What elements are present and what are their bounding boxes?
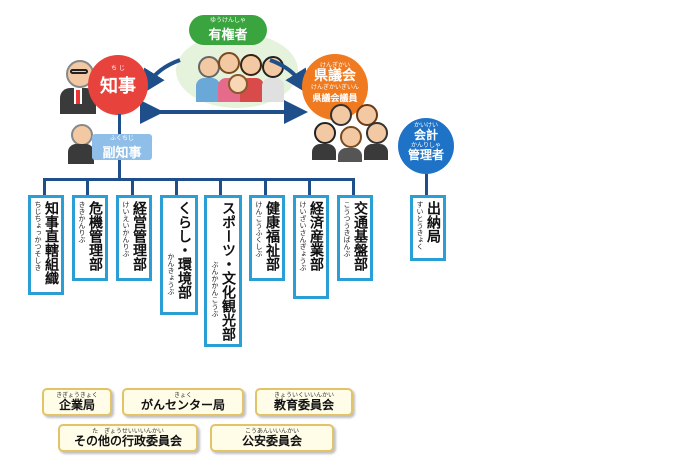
vice-governor-text: 副知事 bbox=[102, 146, 142, 161]
committee-box: きぎょうきょく 企業局 bbox=[42, 388, 112, 416]
vice-governor-label: ふくちじ 副知事 bbox=[92, 134, 152, 161]
accounting-to-treasury-line bbox=[425, 174, 428, 196]
treasury-label: 出納局 bbox=[425, 201, 441, 243]
accounting-ruby-1: かいけい bbox=[413, 122, 438, 129]
governor-to-vice-line bbox=[118, 114, 121, 134]
assembly-sub-ruby: けんぎかいぎいん bbox=[310, 84, 359, 91]
department-ruby: ちじちょっかつそしき bbox=[34, 201, 42, 271]
department-box: 健康福祉部 けんこうふくしぶ bbox=[249, 195, 285, 281]
treasury-box: 出納局 すいとうきょく bbox=[410, 195, 446, 261]
governor-ruby: ち じ bbox=[111, 65, 125, 72]
department-box: スポーツ・文化観光部 ぶんかかんこうぶ bbox=[204, 195, 242, 347]
department-label: 交通基盤部 bbox=[352, 201, 368, 271]
treasury-ruby: すいとうきょく bbox=[416, 201, 424, 250]
accounting-text-2: 管理者 bbox=[407, 148, 444, 162]
accounting-text-1: 会計 bbox=[413, 128, 438, 142]
committee-label: その他の行政委員会 bbox=[73, 433, 182, 448]
department-label: 経済産業部 bbox=[308, 201, 324, 271]
department-box: 経営管理部 けいえいかんりぶ bbox=[116, 195, 152, 281]
governor-label: ち じ 知事 bbox=[88, 55, 148, 115]
assembly-sub-text: 県議会議員 bbox=[312, 94, 358, 104]
assembly-text: 県議会 bbox=[314, 68, 356, 84]
department-box: 知事直轄組織 ちじちょっかつそしき bbox=[28, 195, 64, 295]
drop-line-4 bbox=[175, 178, 178, 196]
department-label: スポーツ・文化観光部 bbox=[220, 201, 236, 341]
department-ruby: けんこうふくしぶ bbox=[255, 201, 263, 257]
drop-line-2 bbox=[86, 178, 89, 196]
drop-line-5 bbox=[219, 178, 222, 196]
drop-line-7 bbox=[308, 178, 311, 196]
department-label: くらし・環境部 bbox=[176, 201, 192, 299]
committee-ruby: きぎょうきょく bbox=[56, 391, 98, 399]
accounting-manager-label: かいけい 会計 かんりしゃ 管理者 bbox=[398, 118, 454, 174]
department-box: 危機管理部 ききかんりぶ bbox=[72, 195, 108, 281]
committee-ruby: きょく bbox=[173, 391, 192, 399]
drop-line-8 bbox=[352, 178, 355, 196]
department-ruby: ぶんかかんこうぶ bbox=[211, 261, 219, 317]
department-label: 知事直轄組織 bbox=[43, 201, 59, 285]
accounting-ruby-2: かんりしゃ bbox=[410, 142, 441, 149]
committee-box: きょういくいいんかい 教育委員会 bbox=[255, 388, 353, 416]
department-label: 健康福祉部 bbox=[264, 201, 280, 271]
department-label: 危機管理部 bbox=[87, 201, 103, 271]
department-ruby: こうつうきばんぶ bbox=[343, 201, 351, 257]
drop-line-3 bbox=[131, 178, 134, 196]
committee-ruby: こうあんいいんかい bbox=[244, 427, 299, 435]
department-ruby: けいえいかんりぶ bbox=[122, 201, 130, 257]
committee-label: 教育委員会 bbox=[273, 397, 334, 412]
voters-label: ゆうけんしゃ 有権者 bbox=[189, 15, 267, 45]
department-box: 経済産業部 けいざいさんぎょうぶ bbox=[293, 195, 329, 299]
vice-governor-ruby: ふくちじ bbox=[109, 135, 134, 142]
voters-people-icon bbox=[190, 48, 290, 104]
assembly-members-icon bbox=[310, 104, 392, 162]
voters-text: 有権者 bbox=[208, 28, 248, 43]
department-ruby: かんきょうぶ bbox=[167, 253, 175, 295]
department-ruby: けいざいさんぎょうぶ bbox=[299, 201, 307, 271]
committee-label: 公安委員会 bbox=[241, 433, 302, 448]
department-box: 交通基盤部 こうつうきばんぶ bbox=[337, 195, 373, 281]
vice-to-bus-line bbox=[118, 160, 121, 180]
department-box: くらし・環境部 かんきょうぶ bbox=[160, 195, 198, 315]
election-arrows-icon bbox=[140, 58, 309, 124]
assembly-ruby: けんぎかい bbox=[319, 62, 350, 69]
committee-box: た ぎょうせいいいんかい その他の行政委員会 bbox=[58, 424, 198, 452]
committee-label: 企業局 bbox=[58, 397, 95, 412]
drop-line-6 bbox=[264, 178, 267, 196]
committee-box: こうあんいいんかい 公安委員会 bbox=[210, 424, 334, 452]
committee-ruby: た ぎょうせいいいんかい bbox=[92, 427, 164, 435]
voters-ruby: ゆうけんしゃ bbox=[209, 17, 246, 24]
department-label: 経営管理部 bbox=[131, 201, 147, 271]
committee-label: がんセンター局 bbox=[140, 397, 225, 412]
department-bus-line bbox=[43, 178, 355, 181]
committee-box: きょく がんセンター局 bbox=[122, 388, 244, 416]
department-ruby: ききかんりぶ bbox=[78, 201, 86, 243]
committee-ruby: きょういくいいんかい bbox=[273, 391, 334, 399]
drop-line-1 bbox=[43, 178, 46, 196]
governor-text: 知事 bbox=[100, 76, 136, 97]
